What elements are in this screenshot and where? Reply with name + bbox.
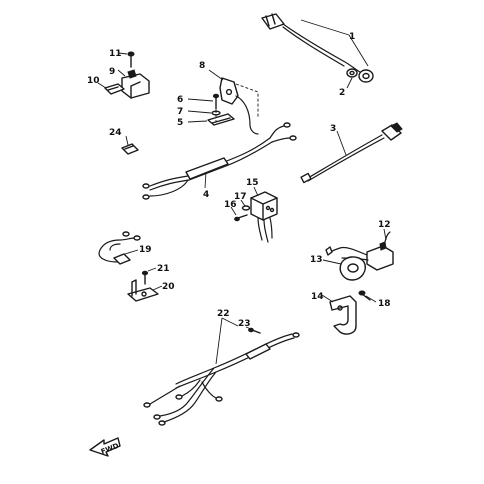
leader-13 [322, 259, 342, 265]
part-17-washer [241, 205, 251, 211]
callout-18: 18 [378, 299, 391, 309]
leader-8 [208, 69, 224, 81]
callout-13: 13 [310, 255, 323, 265]
part-18-screw [358, 290, 371, 301]
part-11-screw [127, 51, 135, 68]
callout-15: 15 [246, 178, 259, 188]
part-4-main-harness [142, 122, 297, 200]
callout-24: 24 [109, 128, 122, 138]
callout-7: 7 [177, 107, 183, 117]
part-2-grommet-nut [346, 68, 358, 78]
leader-5 [187, 120, 208, 123]
callout-4: 4 [203, 190, 209, 200]
callout-1: 1 [349, 32, 355, 42]
leader-18 [365, 295, 377, 303]
callout-12: 12 [378, 220, 391, 230]
part-3-sensor-lead [300, 122, 403, 184]
callout-17: 17 [234, 192, 247, 202]
callout-14: 14 [311, 292, 324, 302]
callout-22: 22 [217, 309, 230, 319]
part-1-cable-assembly [261, 13, 374, 83]
leader-15 [253, 186, 259, 197]
part-20-bracket [127, 279, 159, 302]
leader-6 [187, 98, 214, 102]
part-13-cover [339, 256, 366, 281]
part-9-switch-body [121, 69, 150, 99]
leader-24 [125, 135, 129, 146]
part-5-clamp [207, 113, 235, 126]
leader-9 [117, 69, 126, 77]
dashed-guide-8 [235, 83, 259, 118]
leader-17 [240, 199, 246, 207]
callout-3: 3 [330, 124, 336, 134]
leader-2 [346, 77, 353, 89]
callout-16: 16 [224, 200, 237, 210]
leader-1 [300, 19, 369, 67]
leader-7 [187, 110, 212, 114]
callout-8: 8 [199, 61, 205, 71]
part-6-screw [212, 93, 220, 110]
leader-22b [221, 317, 239, 327]
callout-9: 9 [109, 67, 115, 77]
callout-10: 10 [87, 76, 100, 86]
leader-23 [245, 326, 252, 330]
leader-21 [147, 267, 157, 272]
fwd-arrow-icon: FWD [89, 437, 121, 457]
leader-11 [118, 52, 128, 55]
part-19-switch-lead [98, 231, 141, 265]
part-15-relay [250, 191, 278, 243]
callout-20: 20 [162, 282, 175, 292]
callout-11: 11 [109, 49, 122, 59]
part-12-switch [325, 231, 394, 271]
callout-6: 6 [177, 95, 183, 105]
callout-19: 19 [139, 245, 152, 255]
part-8-bracket [219, 77, 259, 135]
callout-23: 23 [238, 319, 251, 329]
part-23-screw [248, 327, 261, 334]
leader-22 [215, 317, 223, 365]
part-21-screw [141, 270, 149, 285]
leader-3 [336, 130, 347, 156]
leader-20 [152, 285, 163, 291]
leader-16 [230, 206, 237, 216]
part-22-sub-harness [143, 332, 300, 426]
part-10-clip [104, 83, 125, 95]
callout-2: 2 [339, 88, 345, 98]
callout-21: 21 [157, 264, 170, 274]
leader-4 [204, 171, 207, 189]
part-24-clip [121, 143, 139, 155]
leader-19 [124, 249, 139, 255]
part-14-bracket [329, 295, 357, 335]
leader-12 [383, 228, 387, 241]
part-16-screw [234, 214, 248, 222]
leader-14 [321, 294, 334, 303]
callout-5: 5 [177, 118, 183, 128]
leader-10 [97, 82, 107, 89]
